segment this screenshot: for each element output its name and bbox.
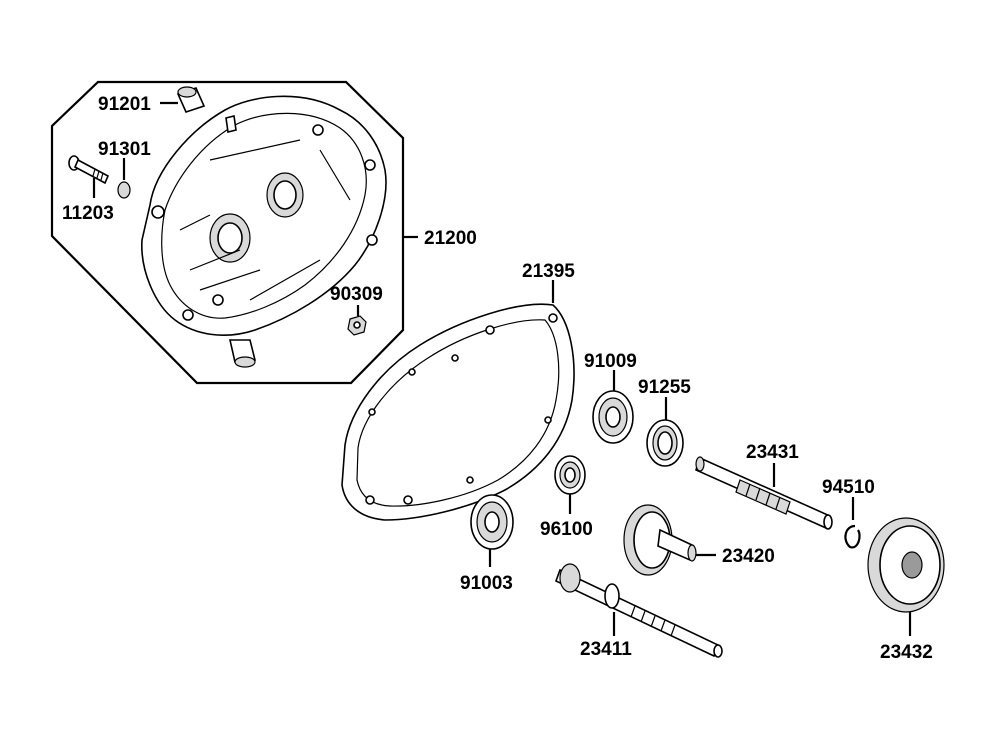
label-91301: 91301 (98, 139, 151, 160)
washer-91301 (117, 181, 131, 199)
gear-23432 (867, 517, 945, 613)
oil-seal-91255 (646, 419, 684, 467)
transmission-cover (141, 95, 387, 368)
label-91009: 91009 (584, 351, 637, 372)
cover-group-frame (50, 80, 405, 385)
bearing-96100 (554, 455, 586, 495)
dowel-sleeve-91201 (176, 86, 206, 113)
gear-23420 (623, 504, 697, 576)
label-91003: 91003 (460, 573, 513, 594)
label-23431: 23431 (746, 442, 799, 463)
label-21200: 21200 (424, 228, 477, 249)
label-96100: 96100 (540, 519, 593, 540)
shaft-23411 (554, 563, 723, 658)
circlip-94510 (844, 524, 861, 549)
shaft-23431 (695, 456, 833, 530)
label-91255: 91255 (638, 377, 691, 398)
label-23420: 23420 (722, 546, 775, 567)
label-23432: 23432 (880, 642, 933, 663)
label-23411: 23411 (580, 639, 632, 660)
label-90309: 90309 (330, 284, 383, 305)
bearing-91003 (470, 494, 514, 550)
label-11203: 11203 (62, 203, 114, 224)
label-94510: 94510 (822, 477, 875, 498)
label-21395: 21395 (522, 261, 575, 282)
bearing-91009 (592, 390, 634, 444)
nut-90309 (347, 315, 367, 336)
bolt-11203 (68, 155, 110, 185)
leader-lines (92, 101, 912, 636)
gasket-21395 (341, 303, 575, 521)
label-91201: 91201 (98, 94, 151, 115)
